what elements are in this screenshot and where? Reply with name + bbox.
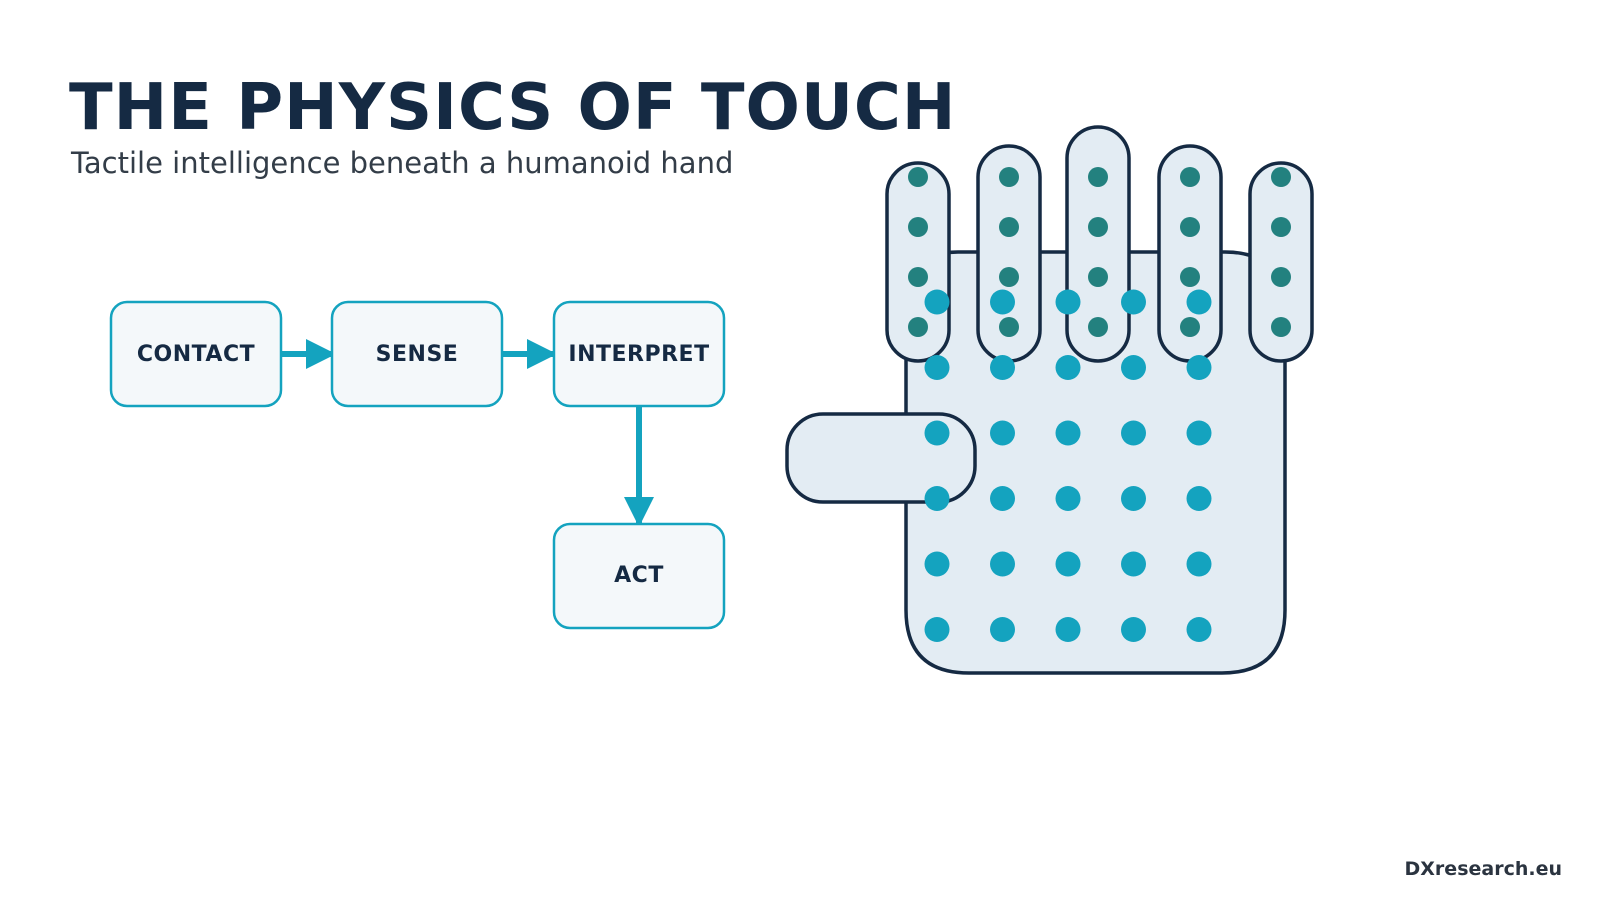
finger-sensor-dot	[1088, 317, 1108, 337]
finger-sensor-dot	[999, 167, 1019, 187]
flow-node-label: INTERPRET	[568, 342, 709, 367]
palm-sensor-dot	[924, 420, 950, 446]
finger-sensor-dot	[1271, 217, 1291, 237]
palm-sensor-dot	[990, 617, 1015, 642]
palm-sensor-dot	[990, 420, 1015, 446]
palm-sensor-dot	[990, 486, 1015, 511]
finger-middle	[1065, 125, 1131, 363]
finger-sensor-dot	[908, 217, 928, 237]
palm-sensor-dot	[1186, 617, 1212, 642]
finger-sensor-dot	[1088, 267, 1108, 287]
palm-sensor-dot	[1055, 486, 1081, 511]
palm-sensor-dot	[1055, 355, 1081, 380]
flow-node-sense: SENSE	[330, 300, 504, 408]
palm-sensor-dot	[1121, 355, 1146, 380]
palm-sensor-dot	[924, 289, 950, 315]
finger-sensor-dot	[999, 267, 1019, 287]
palm-sensor-array	[924, 289, 1212, 642]
palm-sensor-dot	[924, 617, 950, 642]
flow-node-label: SENSE	[376, 342, 459, 367]
finger-outer	[1248, 161, 1314, 363]
palm-sensor-dot	[1121, 486, 1146, 511]
finger-sensor-dot	[908, 267, 928, 287]
page-subtitle: Tactile intelligence beneath a humanoid …	[71, 146, 734, 180]
palm-sensor-dot	[1186, 420, 1212, 446]
finger-sensor-dot	[999, 317, 1019, 337]
hand-illustration	[785, 125, 1314, 675]
palm-sensor-dot	[1121, 420, 1146, 446]
finger-sensor-dot	[1180, 167, 1200, 187]
finger-sensor-dot	[1180, 267, 1200, 287]
flow-node-contact: CONTACT	[109, 300, 283, 408]
flow-node-interpret: INTERPRET	[552, 300, 726, 408]
palm-sensor-dot	[990, 551, 1015, 577]
flow-node-label: ACT	[614, 563, 664, 588]
palm-sensor-dot	[1186, 551, 1212, 577]
palm-sensor-dot	[924, 551, 950, 577]
flow-diagram: CONTACT SENSE INTERPRET ACT	[109, 300, 726, 630]
finger-sensor-dot	[1271, 317, 1291, 337]
finger-sensor-dot	[908, 167, 928, 187]
finger-sensor-array	[908, 167, 1291, 337]
brand-footer: DXresearch.eu	[1404, 858, 1562, 880]
flow-node-label: CONTACT	[137, 342, 255, 367]
palm-sensor-dot	[1121, 289, 1146, 315]
finger-sensor-dot	[1088, 217, 1108, 237]
palm-sensor-dot	[1055, 551, 1081, 577]
palm-sensor-dot	[1121, 551, 1146, 577]
palm-sensor-dot	[1055, 420, 1081, 446]
palm-sensor-dot	[1186, 289, 1212, 315]
palm-sensor-dot	[990, 289, 1015, 315]
finger-sensor-dot	[1271, 167, 1291, 187]
palm-sensor-dot	[924, 355, 950, 380]
palm-sensor-dot	[1055, 289, 1081, 315]
finger-sensor-dot	[999, 217, 1019, 237]
palm-sensor-dot	[1121, 617, 1146, 642]
finger-sensor-dot	[1088, 167, 1108, 187]
finger-sensor-dot	[1180, 217, 1200, 237]
palm-sensor-dot	[1055, 617, 1081, 642]
palm-sensor-dot	[1186, 355, 1212, 380]
finger-sensor-dot	[1271, 267, 1291, 287]
palm-sensor-dot	[990, 355, 1015, 380]
finger-sensor-dot	[908, 317, 928, 337]
palm-sensor-dot	[1186, 486, 1212, 511]
palm-sensor-dot	[924, 486, 950, 511]
page-title: THE PHYSICS OF TOUCH	[69, 71, 957, 145]
finger-sensor-dot	[1180, 317, 1200, 337]
flow-node-act: ACT	[552, 522, 726, 630]
